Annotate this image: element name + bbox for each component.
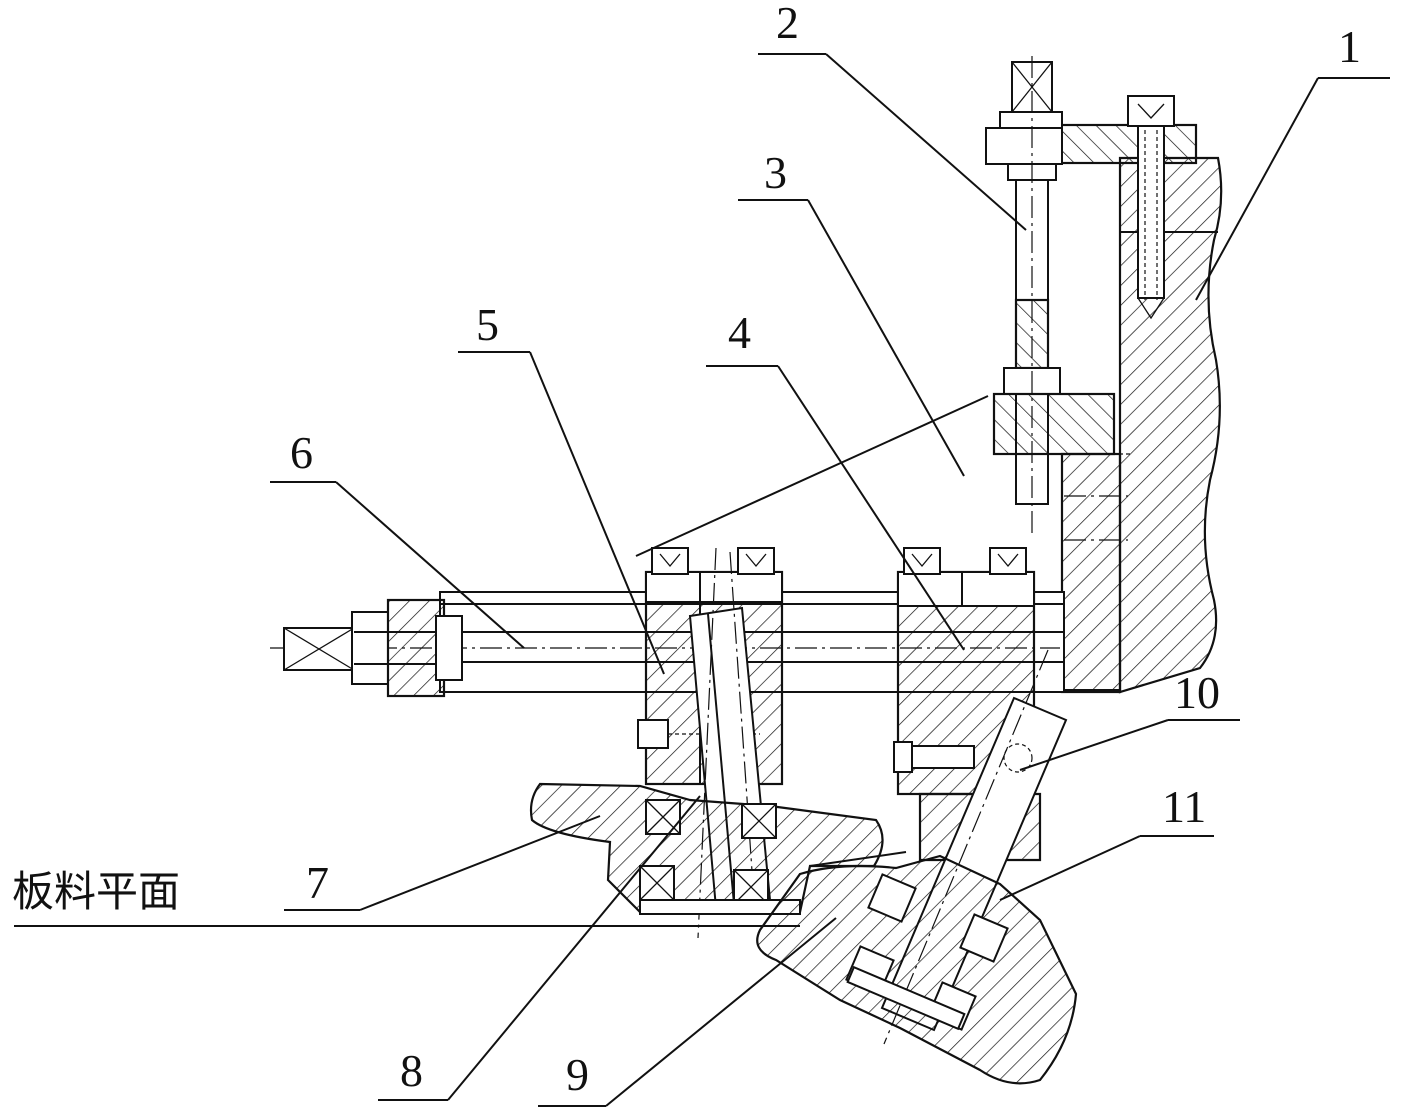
right-housing-part-4 <box>893 547 1042 862</box>
label-part-10: 10 <box>1174 667 1220 718</box>
feed-screw-part-6 <box>283 598 463 698</box>
label-part-3: 3 <box>764 147 787 198</box>
slide-block-part-3 <box>992 392 1130 694</box>
label-part-11: 11 <box>1162 781 1206 832</box>
label-part-5: 5 <box>476 299 499 350</box>
label-part-2: 2 <box>776 0 799 48</box>
leader-lines <box>270 53 1390 1107</box>
label-part-9: 9 <box>566 1049 589 1100</box>
sheet-plane-line <box>14 395 989 927</box>
label-part-6: 6 <box>290 427 313 478</box>
sheet-plane-caption: 板料平面 <box>12 867 180 916</box>
label-part-7: 7 <box>306 857 329 908</box>
label-part-4: 4 <box>728 307 751 358</box>
label-part-8: 8 <box>400 1045 423 1096</box>
right-roller-part-9 <box>756 854 1078 1085</box>
label-part-1: 1 <box>1338 21 1361 72</box>
